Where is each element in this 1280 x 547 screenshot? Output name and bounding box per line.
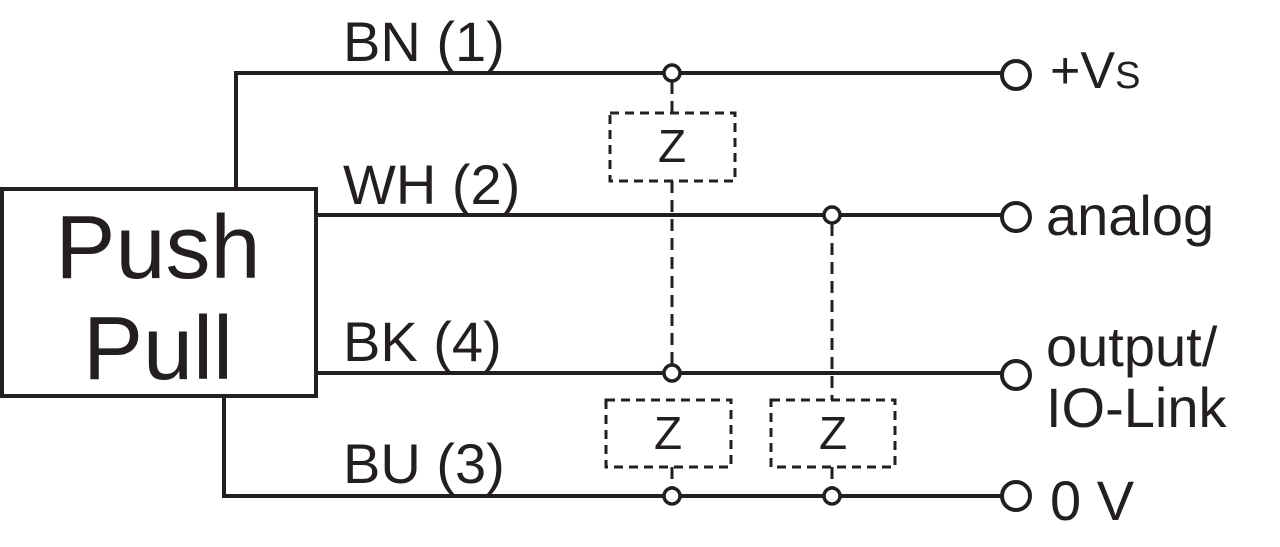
terminal-label-output: output/ bbox=[1046, 315, 1218, 378]
load-label-top: Z bbox=[658, 120, 686, 172]
wire-bu bbox=[222, 396, 1003, 498]
wire-label-bk: BK (4) bbox=[343, 310, 502, 373]
junction-bn bbox=[662, 63, 682, 83]
load-box-top bbox=[608, 111, 737, 183]
terminal-label-analog: analog bbox=[1046, 184, 1214, 247]
junction-bu-right bbox=[822, 486, 842, 506]
terminal-analog bbox=[1000, 201, 1032, 233]
terminal-label-0v: 0 V bbox=[1050, 469, 1135, 532]
terminal-label-vs: +VS bbox=[1050, 42, 1140, 100]
device-label-push: Push bbox=[55, 198, 260, 298]
terminal-output bbox=[1000, 359, 1032, 391]
terminal-vs bbox=[1000, 59, 1032, 91]
terminal-label-iolink: IO-Link bbox=[1046, 376, 1227, 439]
load-box-bottom-right bbox=[769, 398, 897, 469]
wire-label-bn: BN (1) bbox=[343, 10, 505, 73]
terminal-0v bbox=[1000, 480, 1032, 512]
device-label-pull: Pull bbox=[83, 299, 233, 399]
wire-bn bbox=[234, 71, 1003, 189]
load-box-bottom-left bbox=[604, 398, 733, 469]
device-box bbox=[0, 187, 318, 398]
wire-label-wh: WH (2) bbox=[343, 153, 520, 216]
junction-bk bbox=[662, 363, 682, 383]
junction-wh bbox=[822, 205, 842, 225]
load-label-bottom-right: Z bbox=[819, 407, 847, 459]
terminal-label-vs-sub: S bbox=[1115, 55, 1140, 97]
load-label-bottom-left: Z bbox=[654, 407, 682, 459]
wire-label-bu: BU (3) bbox=[343, 432, 505, 495]
terminal-label-vs-main: +V bbox=[1050, 42, 1115, 100]
junction-bu-left bbox=[662, 486, 682, 506]
